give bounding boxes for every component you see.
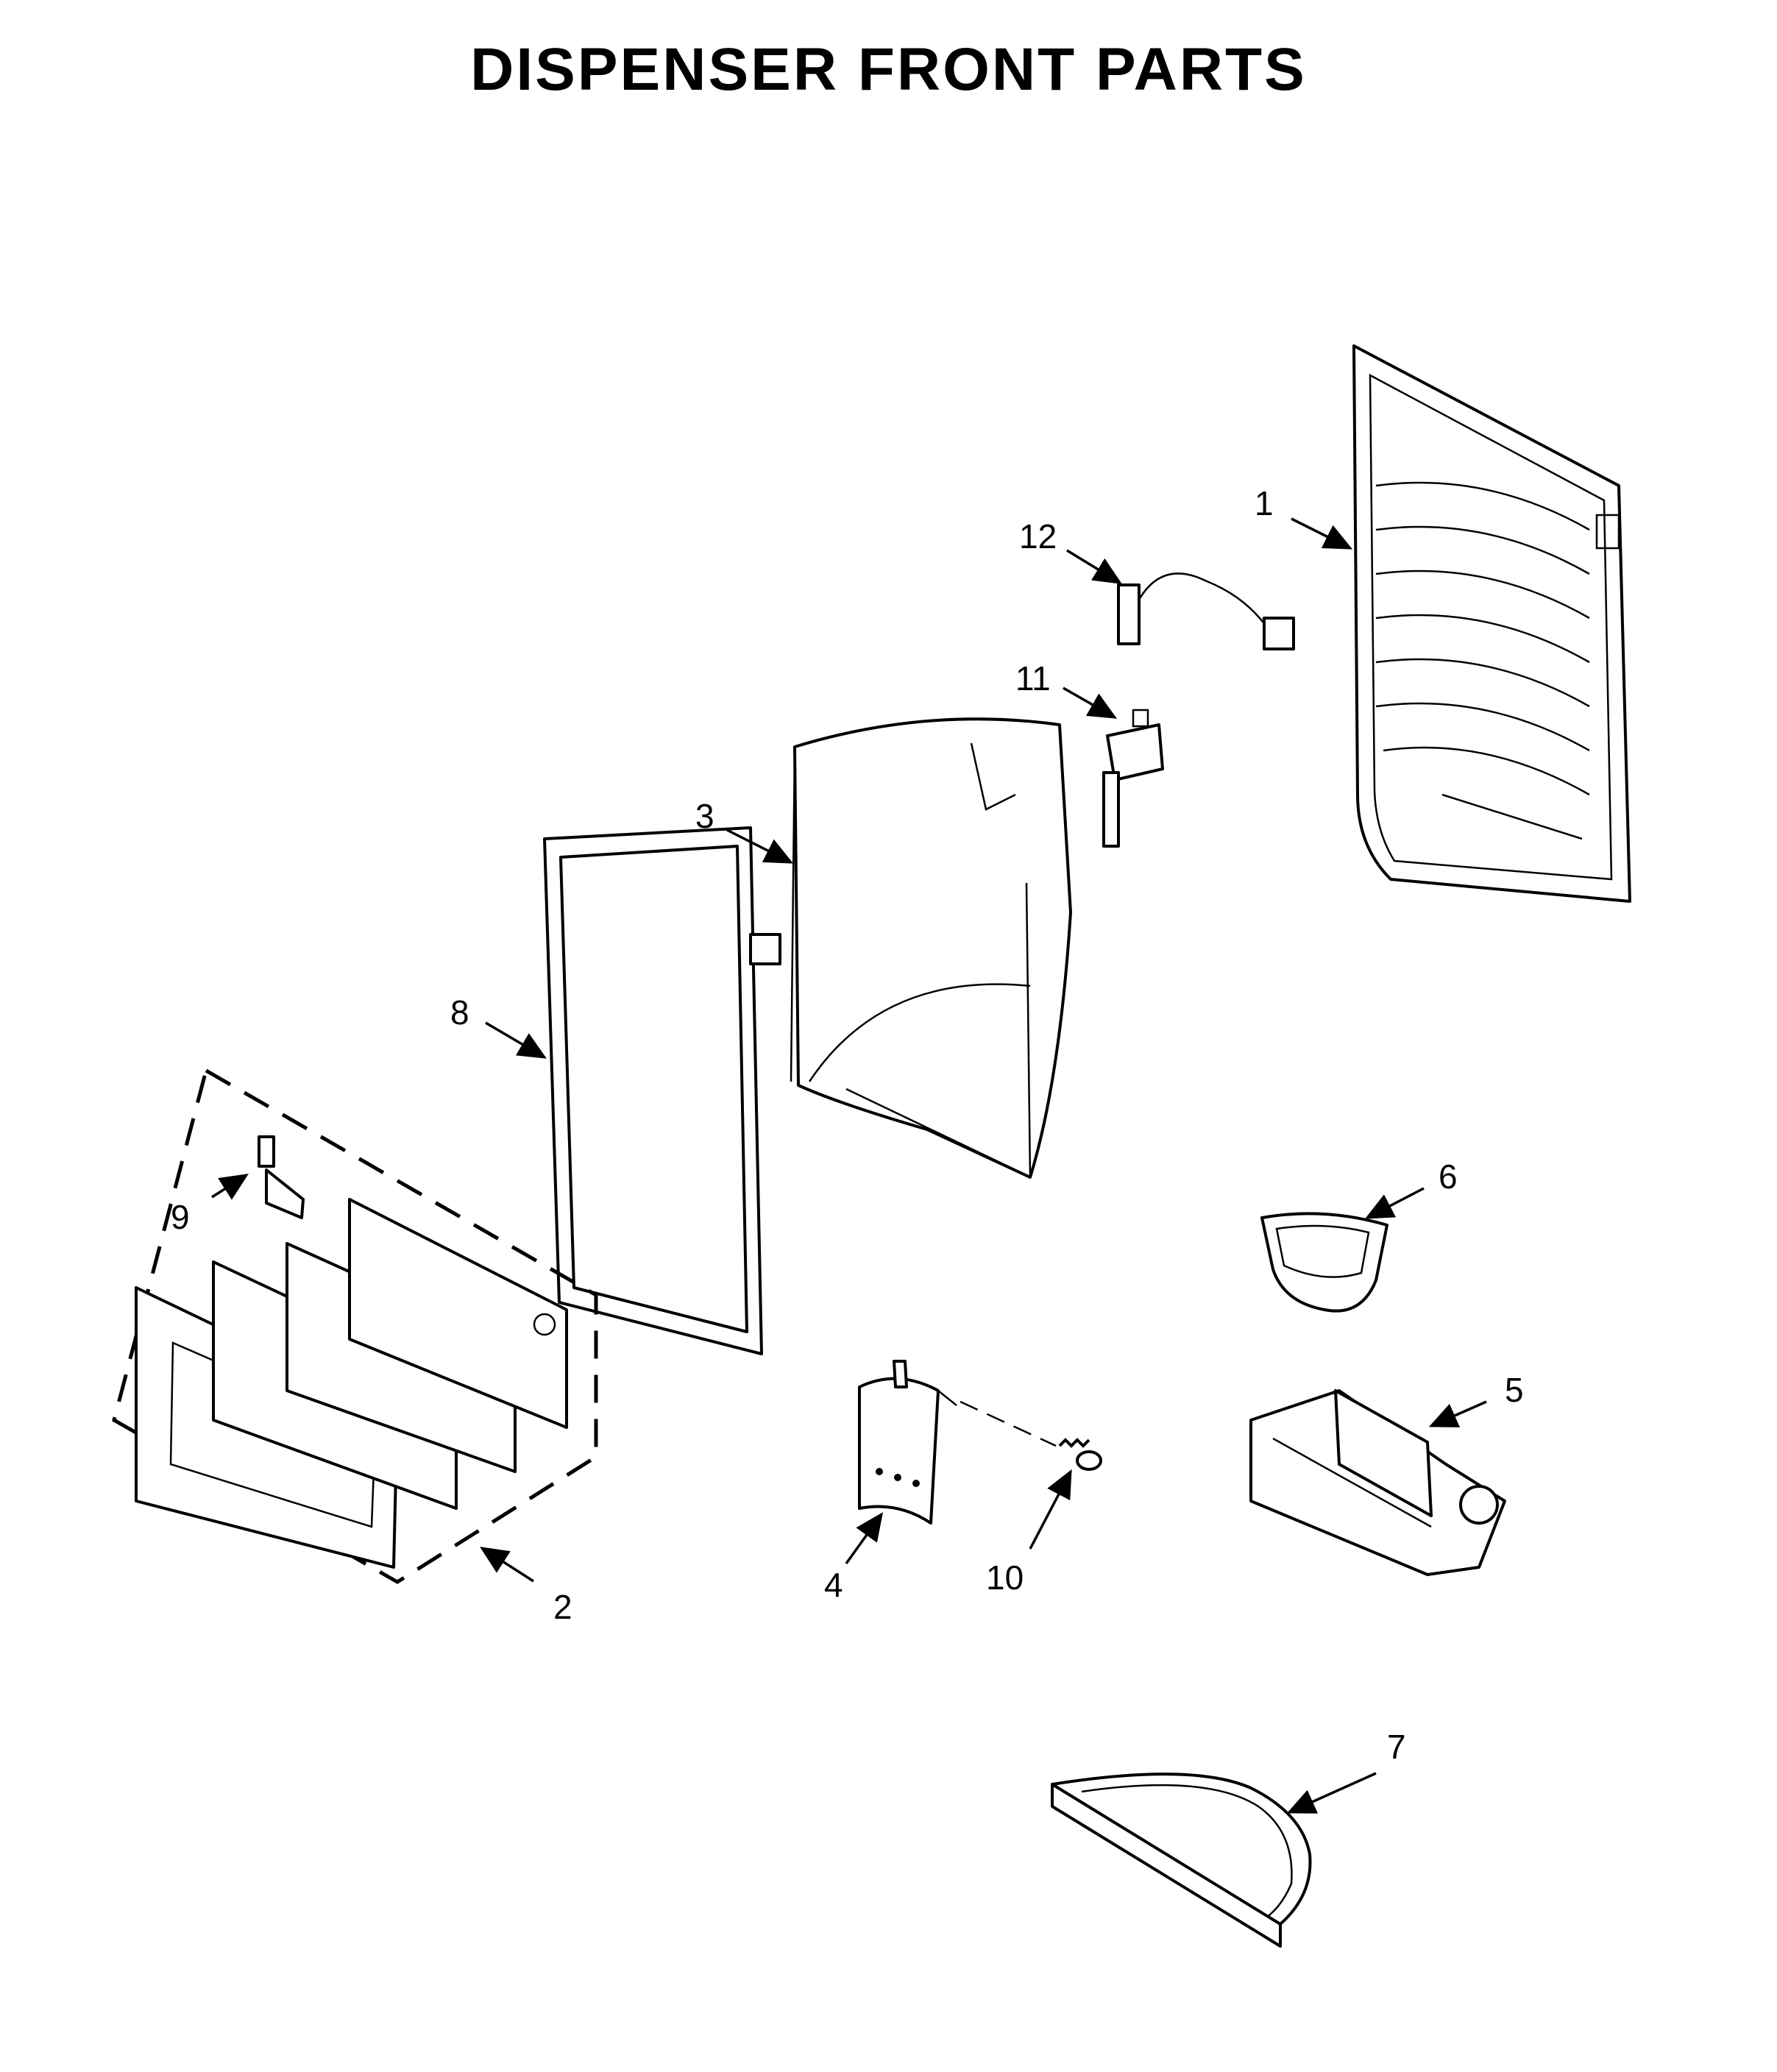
leader-5 (1428, 1400, 1487, 1427)
part-5-mechanism (1249, 1389, 1506, 1576)
part-4-paddle (858, 1360, 1057, 1525)
leader-7 (1286, 1772, 1377, 1814)
callout-2: 2 (553, 1588, 572, 1626)
leader-9 (211, 1174, 249, 1200)
leader-10 (1029, 1469, 1072, 1550)
part-2-control-assembly (112, 1068, 598, 1584)
leader-12 (1066, 549, 1122, 584)
part-7-drip-tray (1051, 1773, 1312, 1948)
callout-8: 8 (450, 993, 469, 1032)
callout-12: 12 (1019, 517, 1057, 556)
part-1-housing (1352, 344, 1631, 903)
part-6-chute (1260, 1212, 1388, 1313)
leader-2 (480, 1547, 534, 1583)
callout-11: 11 (1015, 659, 1051, 698)
leader-1 (1291, 517, 1353, 550)
callout-5: 5 (1505, 1371, 1524, 1409)
part-3-chute-housing (790, 717, 1072, 1179)
leader-6 (1364, 1187, 1425, 1219)
part-10-spring (1058, 1438, 1102, 1471)
part-12-wire-harness (1117, 572, 1295, 650)
callout-7: 7 (1387, 1728, 1406, 1766)
callout-1: 1 (1255, 484, 1274, 522)
page-title: DISPENSER FRONT PARTS (470, 36, 1307, 103)
part-11-switch (1102, 709, 1164, 848)
leader-11 (1063, 686, 1118, 719)
callout-3: 3 (695, 797, 714, 835)
callout-10: 10 (986, 1558, 1024, 1597)
part-9-sensor (258, 1135, 305, 1219)
leader-3 (726, 829, 794, 864)
leader-8 (485, 1021, 547, 1059)
part-8-frame (543, 826, 781, 1355)
callout-9: 9 (171, 1198, 190, 1236)
callout-4: 4 (824, 1566, 843, 1604)
leader-4 (845, 1512, 884, 1565)
callout-6: 6 (1439, 1157, 1458, 1196)
